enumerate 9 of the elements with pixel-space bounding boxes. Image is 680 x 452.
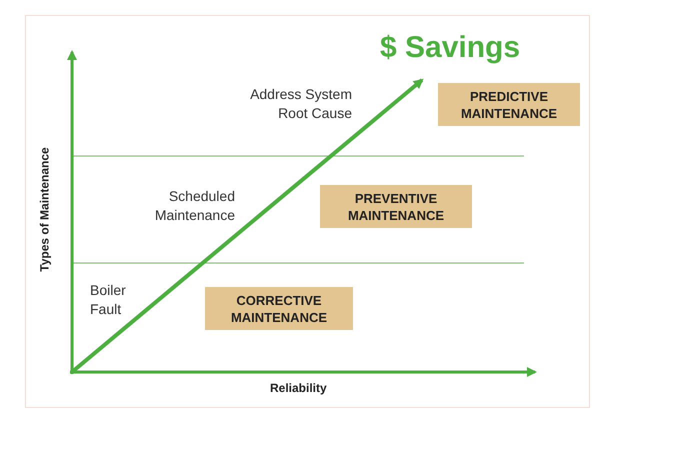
maintenance-type-box: PREVENTIVE MAINTENANCE	[320, 185, 472, 228]
maintenance-type-box: PREDICTIVE MAINTENANCE	[438, 83, 580, 126]
maintenance-type-box: CORRECTIVE MAINTENANCE	[205, 287, 353, 330]
axis-label: Reliability	[270, 380, 327, 397]
savings-heading: $ Savings	[380, 30, 520, 66]
level-description: Address System Root Cause	[249, 85, 352, 123]
level-description: Boiler Fault	[90, 281, 127, 319]
level-description: Scheduled Maintenance	[154, 187, 235, 225]
axis-label: Types of Maintenance	[36, 146, 52, 274]
